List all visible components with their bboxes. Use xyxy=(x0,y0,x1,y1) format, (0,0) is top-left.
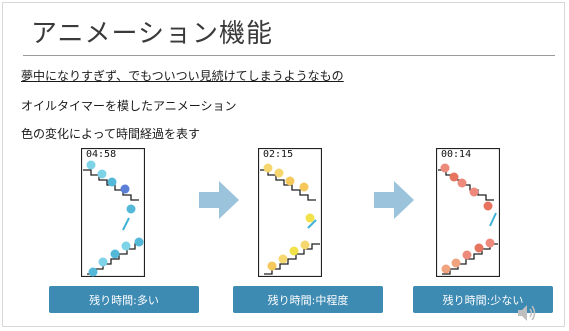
oil-timer-panel-3: 00:14 xyxy=(436,148,500,277)
timer-readout: 02:15 xyxy=(263,149,294,160)
description-line-3: 色の変化によって時間経過を表す xyxy=(21,127,201,141)
title-divider xyxy=(23,55,555,56)
remaining-time-few-button[interactable]: 残り時間:少ない xyxy=(413,286,553,313)
remaining-time-medium-button[interactable]: 残り時間:中程度 xyxy=(233,286,383,313)
timer-readout: 04:58 xyxy=(86,149,117,160)
speaker-icon[interactable] xyxy=(516,302,538,324)
description-line-1: 夢中になりすぎず、でもついつい見続けてしまうようなもの xyxy=(21,69,344,83)
oil-timer-illustration xyxy=(436,148,500,277)
timer-readout: 00:14 xyxy=(441,149,472,160)
description-line-2: オイルタイマーを模したアニメーション xyxy=(21,99,237,113)
remaining-time-many-button[interactable]: 残り時間:多い xyxy=(49,286,199,313)
right-arrow-icon xyxy=(199,181,239,219)
oil-timer-panel-2: 02:15 xyxy=(258,148,322,277)
slide-title: アニメーション機能 xyxy=(31,19,273,49)
oil-timer-illustration xyxy=(258,148,322,277)
right-arrow-icon xyxy=(374,181,414,219)
oil-timer-panel-1: 04:58 xyxy=(81,148,145,277)
oil-timer-illustration xyxy=(81,148,145,277)
slide: アニメーション機能 夢中になりすぎず、でもついつい見続けてしまうようなもの オイ… xyxy=(2,2,565,327)
